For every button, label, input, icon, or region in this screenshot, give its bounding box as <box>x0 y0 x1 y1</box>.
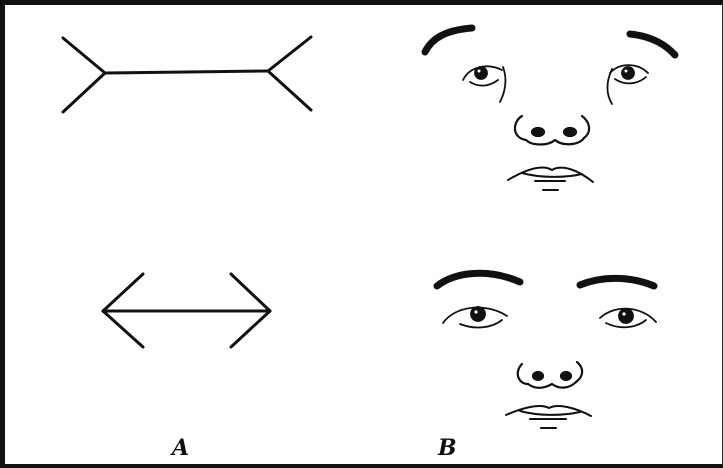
left-eye <box>443 307 507 327</box>
nose <box>518 362 582 388</box>
muller-lyer-inward-arrows <box>103 274 270 347</box>
right-eyebrow <box>580 278 654 286</box>
mouth <box>506 406 591 428</box>
right-eyebrow <box>630 34 675 55</box>
face-wide-set <box>425 28 675 190</box>
panel-label-a: A <box>172 437 189 459</box>
nose <box>515 116 589 145</box>
mouth <box>508 168 593 190</box>
left-eyebrow <box>425 28 472 52</box>
face-close-set <box>437 273 656 428</box>
left-eye <box>463 66 505 102</box>
panel-label-b: B <box>438 437 457 459</box>
right-eye <box>600 309 656 328</box>
left-eyebrow <box>437 273 520 286</box>
right-eye <box>608 65 649 104</box>
muller-lyer-outward-fins <box>63 37 311 112</box>
